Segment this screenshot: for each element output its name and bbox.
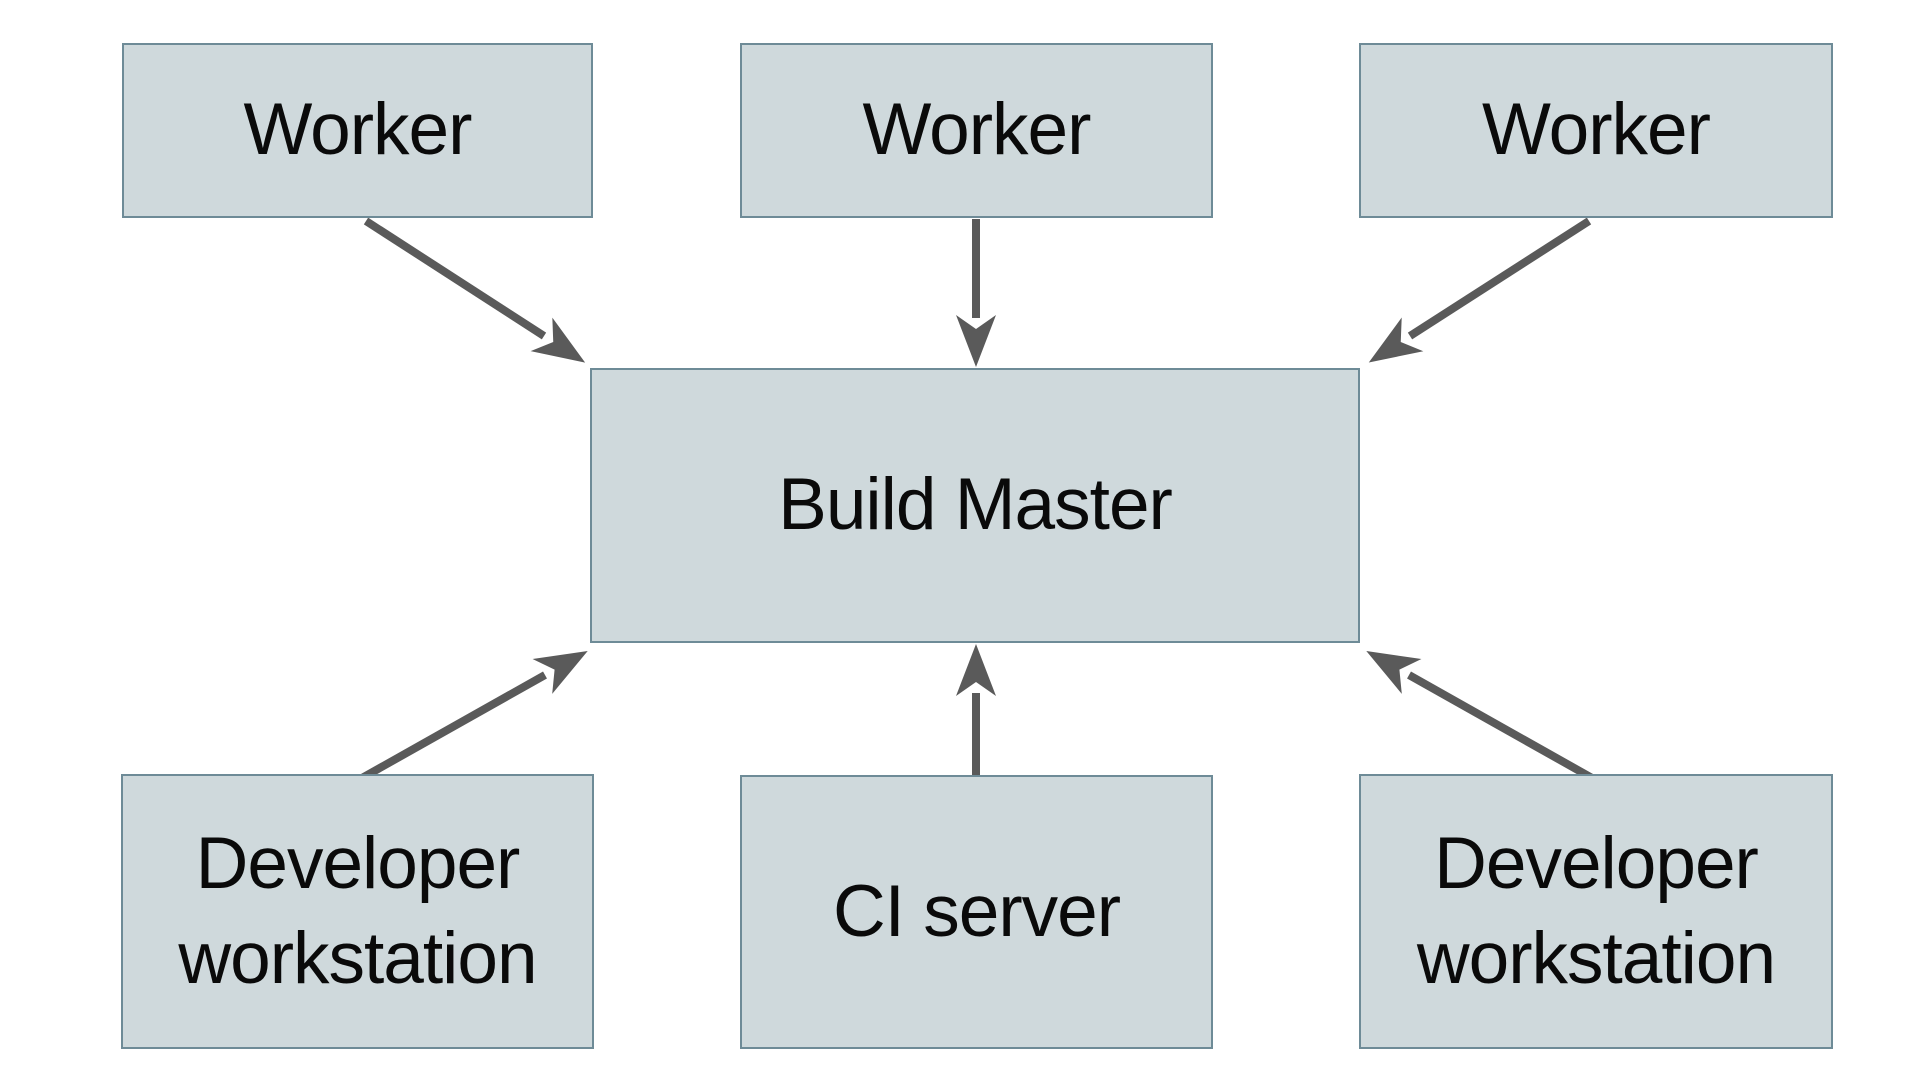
node-worker-3: Worker: [1359, 43, 1833, 218]
node-worker-1-label: Worker: [243, 89, 473, 171]
node-ci-server: CI server: [740, 775, 1213, 1049]
arrow-developer-workstation-right-to-build-master: [1366, 650, 1594, 782]
node-worker-3-label: Worker: [1482, 89, 1711, 171]
arrow-developer-workstation-left-to-build-master: [360, 650, 588, 782]
node-developer-workstation-right-label: Developer workstation: [1416, 822, 1776, 999]
node-ci-server-label: CI server: [832, 870, 1121, 952]
node-developer-workstation-right: Developer workstation: [1359, 774, 1833, 1049]
node-developer-workstation-left: Developer workstation: [121, 774, 594, 1049]
node-worker-1: Worker: [122, 43, 593, 218]
arrow-worker-3-to-build-master: [1368, 217, 1592, 363]
node-build-master-label: Build Master: [778, 464, 1173, 546]
node-worker-2-label: Worker: [862, 89, 1092, 171]
node-developer-workstation-left-label: Developer workstation: [178, 822, 537, 999]
node-build-master: Build Master: [590, 368, 1360, 643]
node-worker-2: Worker: [740, 43, 1213, 218]
arrow-worker-1-to-build-master: [363, 217, 586, 363]
